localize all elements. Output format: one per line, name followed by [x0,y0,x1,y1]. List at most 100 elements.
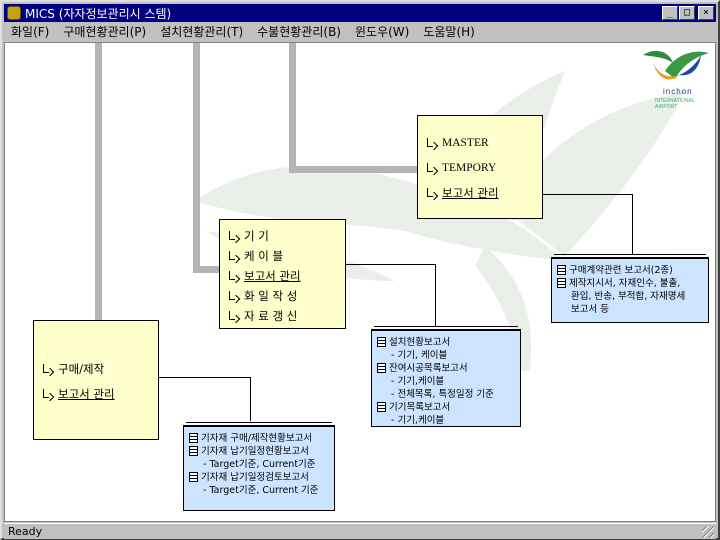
item-install-report: 보고서 관리 [244,268,301,283]
report-text: - Target기준, Current 기준 [203,485,319,496]
connector-purchase [95,43,102,321]
report-text: - 기기, 케이블 [391,350,448,361]
menu-help[interactable]: 도움말(H) [423,25,475,39]
pointer-icon [426,137,438,149]
menu-box-item[interactable]: 자 료 갱 신 [228,306,345,325]
report-text: - 기기,케이블 [391,376,445,387]
logo-text: inchon [663,87,693,96]
document-icon [377,402,386,412]
document-icon [189,433,198,443]
report-text: 기자재 구매/제작현황보고서 [201,433,313,444]
document-icon [189,446,198,456]
status-bar: Ready [4,523,716,539]
item-purchase-make: 구매/제작 [58,361,105,376]
pointer-icon [42,388,54,400]
minimize-button[interactable]: _ [662,6,678,20]
link-purchase-v [250,377,251,421]
report-text: 설치현황보고서 [389,337,451,348]
status-text: Ready [8,525,43,538]
connector-install-h [193,266,221,273]
resize-grip[interactable] [702,526,714,538]
menu-box-item[interactable]: 화 일 작 성 [228,286,345,305]
item-master: MASTER [442,136,489,149]
document-icon [557,278,566,288]
report-line: - 기기,케이블 [377,414,516,427]
document-icon [377,337,386,347]
item-purchase-report: 보고서 관리 [58,386,115,401]
menu-window[interactable]: 윈도우(W) [354,25,410,39]
item-file-create: 화 일 작 성 [244,288,298,303]
inchon-logo [643,50,709,80]
link-purchase-h [131,377,251,378]
pointer-icon [228,230,240,242]
logo-subtext: INTERNATIONAL AIRPORT [655,98,695,110]
title-bar[interactable]: MICS (자자정보관리시 스템) _ □ × [4,4,716,22]
report-line: - Target기준, Current기준 [189,458,330,471]
report-line: - 전체목록, 특정일정 기준 [377,388,516,401]
report-text: - 기기,케이블 [391,415,445,426]
menu-box-item[interactable]: 케 이 블 [228,246,345,265]
report-line: 제작지시서, 자재인수, 불출, [557,277,704,290]
purchase-report-doc: 기자재 구매/제작현황보고서 기자재 납기일정현황보고서 - Target기준,… [183,422,335,511]
report-line: 기자재 납기일정현황보고서 [189,445,330,458]
report-line: 기자재 납기일정검토보고서 [189,471,330,484]
item-master-report: 보고서 관리 [442,185,499,200]
menu-box-item[interactable]: 구매/제작 [42,359,158,378]
menu-box-item[interactable]: 기 기 [228,226,345,245]
report-line: 잔여시공목록보고서 [377,362,516,375]
report-text: 기자재 납기일정현황보고서 [201,446,309,457]
report-text: 잔여시공목록보고서 [389,363,468,374]
report-text: - Target기준, Current기준 [203,459,316,470]
client-area: inchon INTERNATIONAL AIRPORT 구매/제작 보고서 관… [4,42,716,522]
pointer-icon [228,250,240,262]
window-title: MICS (자자정보관리시 스템) [25,6,172,21]
document-icon [557,265,566,275]
report-text: 구매계약관련 보고서(2종) [569,265,673,276]
link-master-h [543,194,633,195]
menu-box-item[interactable]: MASTER [426,133,542,152]
report-text: 제작지시서, 자재인수, 불출, [569,278,681,289]
item-tempory: TEMPORY [442,161,497,174]
item-equipment: 기 기 [244,228,269,243]
report-text: 기자재 납기일정검토보고서 [201,472,309,483]
master-menu-box: MASTER TEMPORY 보고서 관리 [417,115,543,219]
purchase-menu-box: 구매/제작 보고서 관리 [33,320,159,440]
report-line: - 기기, 케이블 [377,349,516,362]
report-line: 환입, 반송, 부적합, 자재명세 [557,290,704,303]
report-text: 환입, 반송, 부적합, 자재명세 [571,291,686,302]
report-line: 기자재 구매/제작현황보고서 [189,432,330,445]
pointer-icon [426,162,438,174]
report-line: 설치현황보고서 [377,336,516,349]
item-cable: 케 이 블 [244,248,284,263]
pointer-icon [42,363,54,375]
report-line: - 기기,케이블 [377,375,516,388]
document-icon [189,472,198,482]
menu-box-item[interactable]: 보고서 관리 [228,266,345,285]
maximize-button[interactable]: □ [679,6,695,20]
report-line: 기기목록보고서 [377,401,516,414]
close-button[interactable]: × [698,6,714,20]
pointer-icon [228,270,240,282]
report-text: - 전체목록, 특정일정 기준 [391,389,494,400]
report-line: - Target기준, Current 기준 [189,484,330,497]
menu-box-item[interactable]: TEMPORY [426,158,542,177]
report-line: 보고서 등 [557,303,704,316]
menu-install[interactable]: 설치현황관리(T) [160,25,244,39]
pointer-icon [426,187,438,199]
pointer-icon [228,310,240,322]
menu-inventory[interactable]: 수불현황관리(B) [257,25,341,39]
connector-top-bar [165,49,365,55]
link-master-v [632,194,633,254]
connector-inventory-h [289,166,417,173]
install-menu-box: 기 기 케 이 블 보고서 관리 화 일 작 성 자 료 갱 신 [219,219,346,329]
pointer-icon [228,290,240,302]
menu-box-item[interactable]: 보고서 관리 [42,384,158,403]
menu-file[interactable]: 화일(F) [11,25,50,39]
menu-box-item[interactable]: 보고서 관리 [426,183,542,202]
document-icon [377,363,386,373]
connector-install-v [193,43,200,273]
menu-purchase[interactable]: 구매현황관리(P) [63,25,147,39]
connector-inventory-v [289,43,296,173]
app-icon[interactable] [7,6,21,20]
